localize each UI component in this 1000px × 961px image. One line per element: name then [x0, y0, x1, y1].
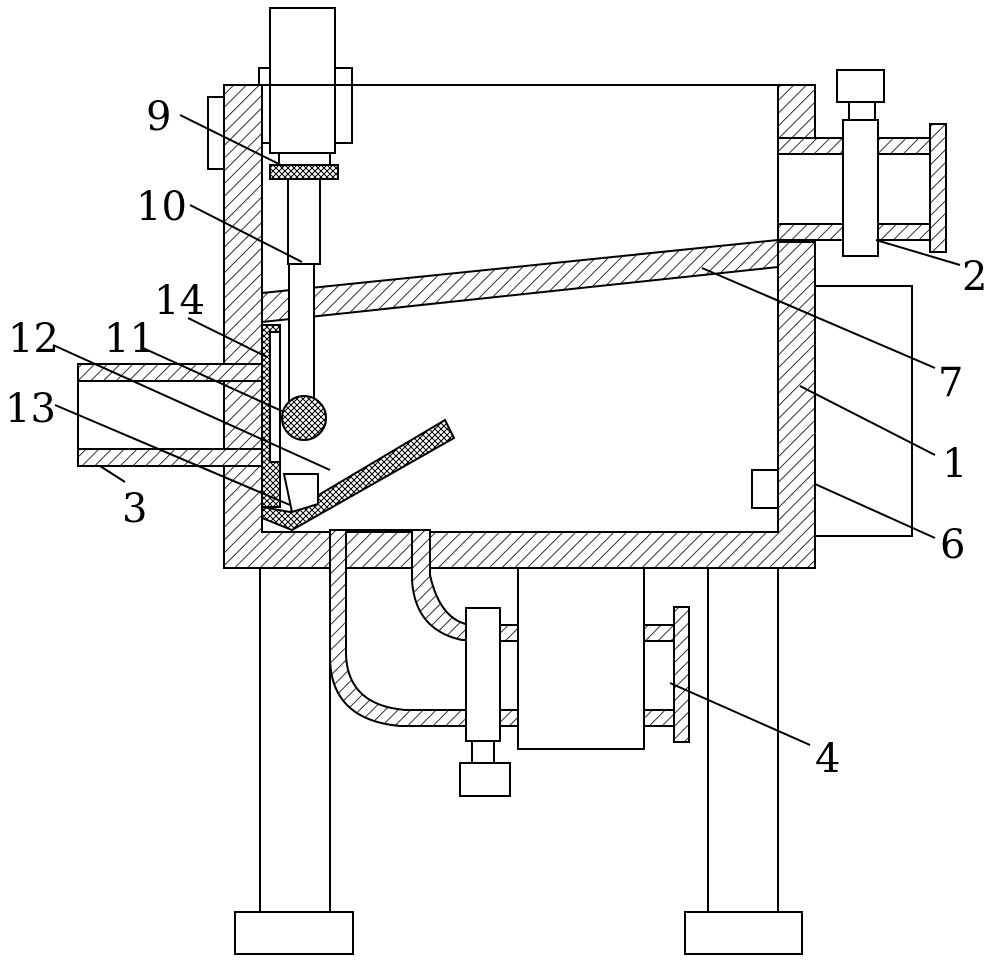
label-6: 6 [940, 522, 965, 568]
reference-labels: 9 10 14 12 11 13 3 2 7 1 6 4 [5, 94, 987, 782]
label-2: 2 [962, 254, 987, 300]
label-9: 9 [146, 94, 171, 140]
label-3: 3 [122, 486, 147, 532]
support-legs [234, 567, 803, 955]
inclined-screen-7 [261, 238, 779, 324]
label-7: 7 [938, 360, 963, 406]
right-leg [707, 567, 779, 914]
ball-11 [281, 395, 327, 441]
pump-4 [459, 567, 690, 797]
label-11: 11 [104, 316, 155, 362]
right-foot [684, 911, 803, 955]
left-leg [259, 567, 331, 914]
inlet-pipe-2 [777, 69, 947, 257]
rod-10 [288, 263, 315, 415]
label-4: 4 [815, 736, 840, 782]
label-14: 14 [154, 278, 205, 324]
label-10: 10 [136, 184, 187, 230]
label-1: 1 [942, 441, 967, 487]
leader-lines [52, 114, 961, 746]
side-box-6 [814, 285, 913, 537]
label-12: 12 [8, 316, 59, 362]
left-foot [234, 911, 354, 955]
sensor-block [751, 469, 779, 509]
label-13: 13 [5, 386, 56, 432]
